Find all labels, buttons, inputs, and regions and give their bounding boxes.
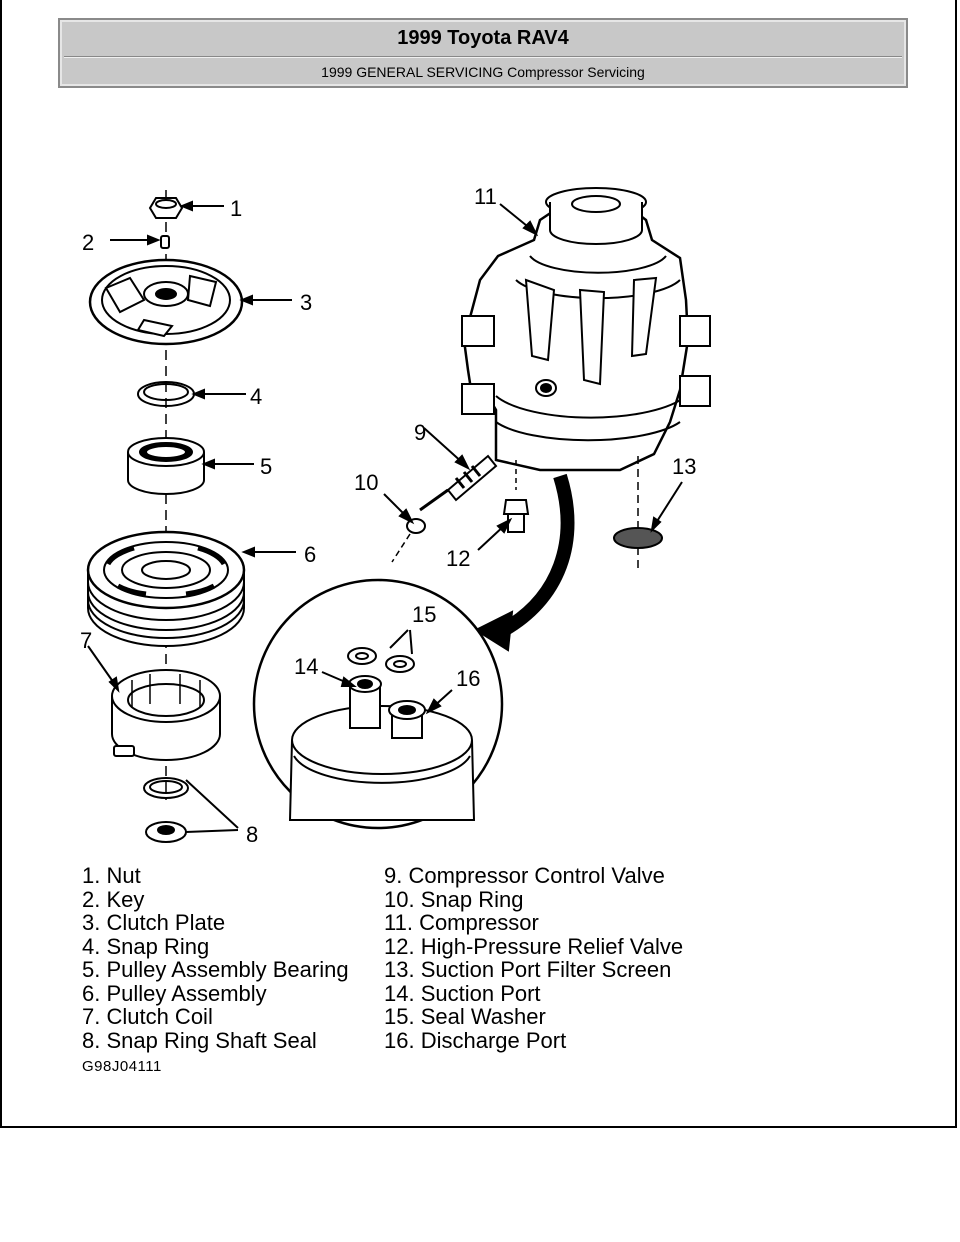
document-subtitle: 1999 GENERAL SERVICING Compressor Servic… bbox=[321, 64, 645, 80]
legend-column-right: 9. Compressor Control Valve 10. Snap Rin… bbox=[384, 864, 683, 1052]
legend-item: 10. Snap Ring bbox=[384, 886, 524, 912]
legend-item: 1. Nut bbox=[82, 863, 141, 888]
callout-6: 6 bbox=[304, 542, 316, 567]
callout-15: 15 bbox=[412, 602, 436, 627]
legend-item: 12. High-Pressure Relief Valve bbox=[384, 933, 684, 959]
callout-7: 7 bbox=[80, 628, 92, 653]
legend-item: 14. Suction Port bbox=[384, 980, 541, 1006]
pulley-part bbox=[86, 530, 246, 647]
legend-item: 6. Pulley Assembly bbox=[82, 980, 267, 1006]
clutch-coil-part bbox=[111, 669, 221, 761]
filter-screen-part bbox=[613, 456, 663, 572]
compressor-body bbox=[461, 187, 711, 472]
callout-1: 1 bbox=[230, 196, 242, 221]
legend-item: 4. Snap Ring bbox=[82, 933, 210, 959]
key-part bbox=[160, 235, 170, 249]
compressor-exploded-diagram: 1 2 3 4 5 6 7 8 9 10 11 12 13 14 15 16 bbox=[60, 160, 760, 860]
legend-item: 8. Snap Ring Shaft Seal bbox=[82, 1027, 317, 1053]
port-detail-inset bbox=[252, 578, 504, 830]
document-title: 1999 Toyota RAV4 bbox=[397, 27, 569, 49]
legend-item: 2. Key bbox=[82, 886, 145, 912]
legend-item: 3. Clutch Plate bbox=[82, 910, 226, 935]
legend-item: 13. Suction Port Filter Screen bbox=[384, 957, 672, 982]
callout-9: 9 bbox=[414, 420, 426, 445]
relief-valve-part bbox=[502, 460, 530, 533]
valve-axis bbox=[391, 533, 411, 563]
callout-16: 16 bbox=[456, 666, 480, 691]
leader-lines bbox=[87, 200, 683, 833]
clutch-plate-part bbox=[88, 258, 244, 346]
legend-column-left: 1. Nut 2. Key 3. Clutch Plate 4. Snap Ri… bbox=[82, 864, 349, 1052]
small-snap-ring bbox=[406, 518, 426, 534]
bearing-part bbox=[127, 437, 205, 495]
callout-5: 5 bbox=[260, 454, 272, 479]
legend-item: 11. Compressor bbox=[384, 910, 539, 935]
callout-13: 13 bbox=[672, 454, 696, 479]
legend-item: 7. Clutch Coil bbox=[82, 1004, 213, 1029]
callout-4: 4 bbox=[250, 384, 262, 409]
detail-arrow-head bbox=[473, 610, 514, 652]
document-header: 1999 Toyota RAV4 1999 GENERAL SERVICING … bbox=[58, 18, 908, 88]
callout-2: 2 bbox=[82, 230, 94, 255]
figure-code: G98J04111 bbox=[82, 1058, 162, 1075]
legend-item: 16. Discharge Port bbox=[384, 1027, 567, 1053]
callout-12: 12 bbox=[446, 546, 470, 571]
shaft-seal-part bbox=[145, 821, 187, 843]
callout-10: 10 bbox=[354, 470, 378, 495]
page-frame bbox=[0, 0, 957, 1128]
callout-14: 14 bbox=[294, 654, 318, 679]
detail-arrow bbox=[496, 473, 575, 639]
snap-ring-lower bbox=[143, 777, 189, 799]
legend-item: 9. Compressor Control Valve bbox=[384, 863, 665, 888]
callout-11: 11 bbox=[474, 184, 497, 209]
header-divider bbox=[64, 56, 902, 58]
legend-item: 15. Seal Washer bbox=[384, 1004, 546, 1029]
control-valve-part bbox=[419, 454, 498, 512]
legend-item: 5. Pulley Assembly Bearing bbox=[82, 957, 349, 982]
callout-8: 8 bbox=[246, 822, 258, 847]
callout-labels: 1 2 3 4 5 6 7 8 9 10 11 12 13 14 15 16 bbox=[80, 184, 696, 847]
callout-3: 3 bbox=[300, 290, 312, 315]
diagram-svg: 1 2 3 4 5 6 7 8 9 10 11 12 13 14 15 16 bbox=[80, 184, 711, 847]
nut-part bbox=[148, 197, 184, 219]
